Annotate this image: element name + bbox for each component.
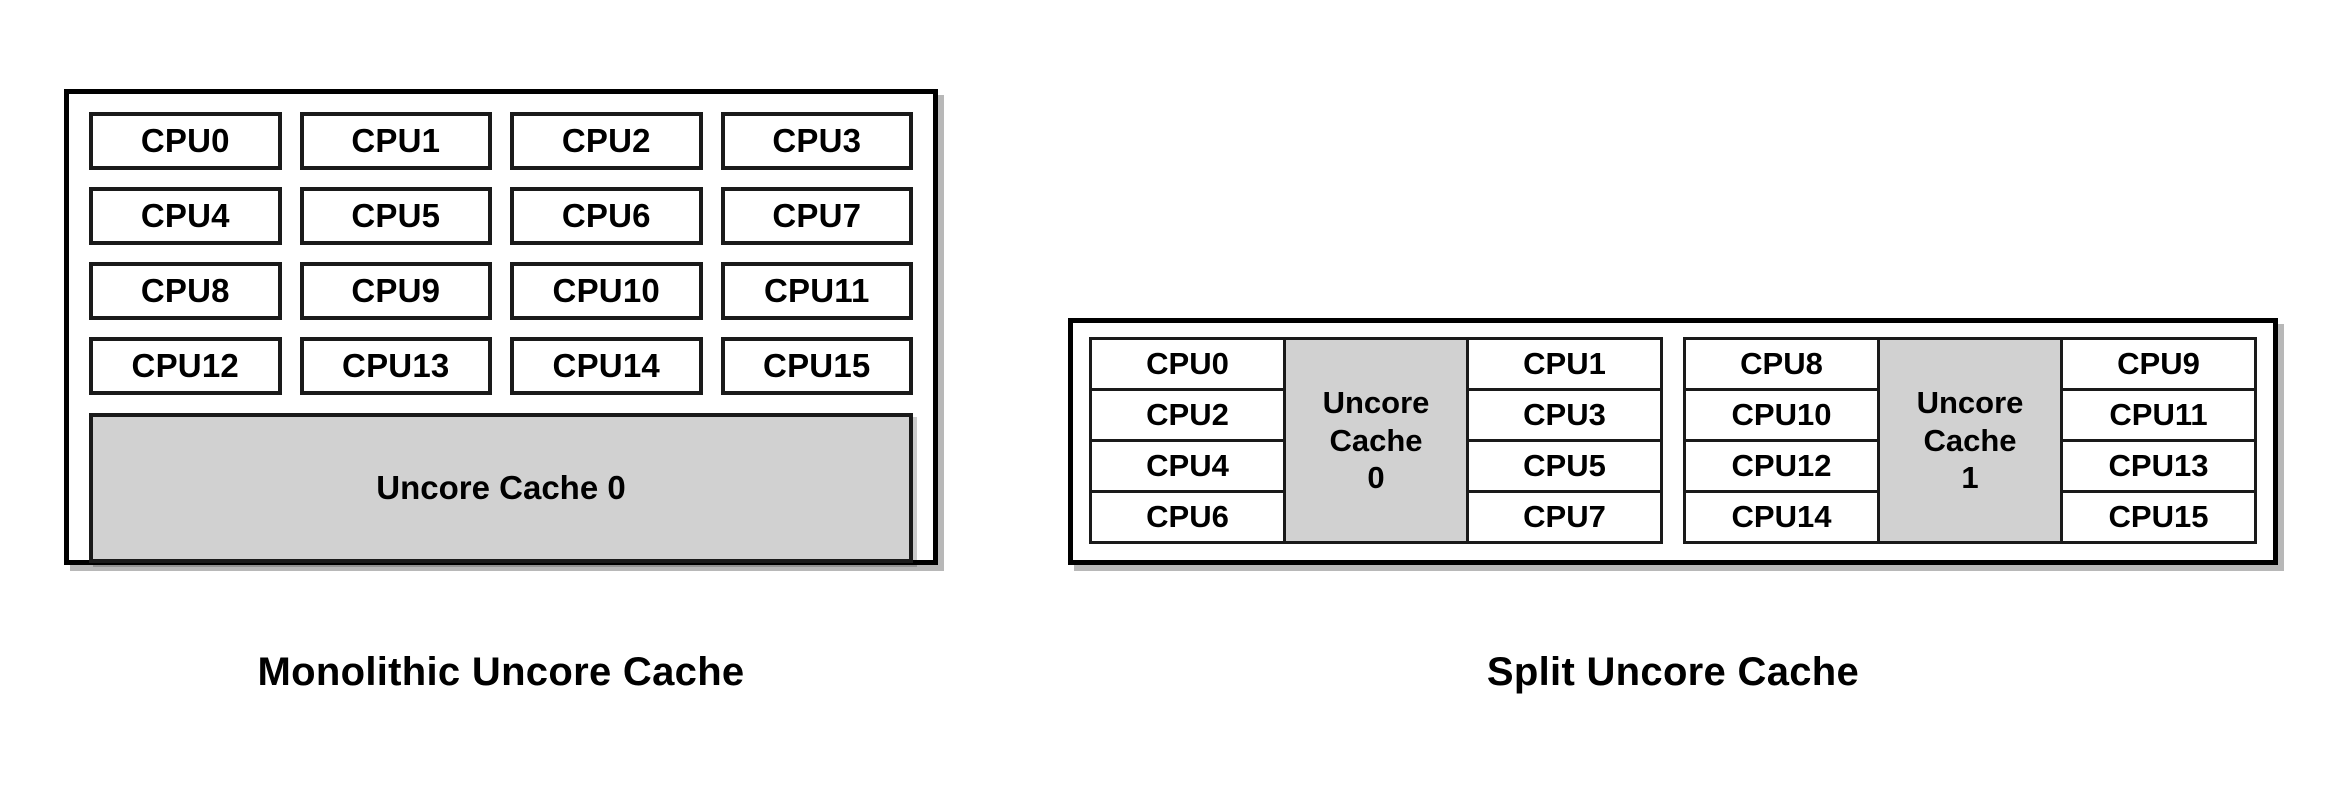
cpu-box: CPU9: [299, 262, 492, 320]
split-chip-frame: CPU0 CPU2 CPU4 CPU6 Uncore Cache 0 CPU1 …: [1068, 318, 2278, 565]
cpu-box: CPU8: [89, 262, 282, 320]
uncore-cache-block: Uncore Cache 1: [1877, 337, 2063, 544]
cpu-cell: CPU7: [1466, 490, 1663, 544]
cpu-cell: CPU15: [2060, 490, 2257, 544]
cpu-box: CPU0: [89, 112, 282, 170]
cpu-box: CPU6: [510, 187, 703, 245]
monolithic-chip-frame: CPU0 CPU1 CPU2 CPU3 CPU4 CPU5 CPU6 CPU7 …: [64, 89, 938, 565]
cache-group: CPU0 CPU2 CPU4 CPU6 Uncore Cache 0 CPU1 …: [1089, 337, 1663, 544]
uncore-label-line2: Cache: [1923, 422, 2017, 458]
cpu-cell: CPU10: [1683, 388, 1880, 442]
cpu-box: CPU12: [89, 337, 282, 395]
uncore-label-line1: Uncore: [1916, 384, 2024, 420]
cpu-cell: CPU6: [1089, 490, 1286, 544]
cpu-cell: CPU2: [1089, 388, 1286, 442]
cpu-cell: CPU5: [1466, 439, 1663, 493]
cpu-cell: CPU13: [2060, 439, 2257, 493]
split-groups-row: CPU0 CPU2 CPU4 CPU6 Uncore Cache 0 CPU1 …: [1089, 337, 2257, 544]
cpu-box: CPU3: [720, 112, 913, 170]
uncore-cache-block: Uncore Cache 0: [89, 413, 913, 563]
cpu-cell: CPU14: [1683, 490, 1880, 544]
uncore-label-line3: 1: [1961, 460, 1979, 496]
cpu-column-right: CPU1 CPU3 CPU5 CPU7: [1466, 337, 1663, 544]
cpu-box: CPU15: [720, 337, 913, 395]
cpu-column-left: CPU0 CPU2 CPU4 CPU6: [1089, 337, 1286, 544]
uncore-label-line1: Uncore: [1322, 384, 1430, 420]
cpu-column-right: CPU9 CPU11 CPU13 CPU15: [2060, 337, 2257, 544]
cpu-cell: CPU0: [1089, 337, 1286, 391]
monolithic-caption: Monolithic Uncore Cache: [257, 650, 745, 694]
cpu-cell: CPU12: [1683, 439, 1880, 493]
cpu-cell: CPU3: [1466, 388, 1663, 442]
cpu-box: CPU7: [720, 187, 913, 245]
cpu-box: CPU13: [299, 337, 492, 395]
uncore-label-line2: Cache: [1329, 422, 1423, 458]
split-caption: Split Uncore Cache: [1486, 650, 1860, 694]
cpu-cell: CPU11: [2060, 388, 2257, 442]
monolithic-cpu-grid: CPU0 CPU1 CPU2 CPU3 CPU4 CPU5 CPU6 CPU7 …: [89, 112, 913, 395]
cpu-box: CPU5: [299, 187, 492, 245]
cpu-cell: CPU9: [2060, 337, 2257, 391]
cache-group: CPU8 CPU10 CPU12 CPU14 Uncore Cache 1 CP…: [1683, 337, 2257, 544]
cpu-box: CPU14: [510, 337, 703, 395]
cpu-box: CPU10: [510, 262, 703, 320]
cpu-cell: CPU8: [1683, 337, 1880, 391]
cpu-box: CPU2: [510, 112, 703, 170]
cpu-box: CPU4: [89, 187, 282, 245]
cpu-cell: CPU1: [1466, 337, 1663, 391]
uncore-label-line3: 0: [1367, 460, 1385, 496]
uncore-cache-block: Uncore Cache 0: [1283, 337, 1469, 544]
cpu-box: CPU11: [720, 262, 913, 320]
cpu-cell: CPU4: [1089, 439, 1286, 493]
cpu-box: CPU1: [299, 112, 492, 170]
cpu-column-left: CPU8 CPU10 CPU12 CPU14: [1683, 337, 1880, 544]
